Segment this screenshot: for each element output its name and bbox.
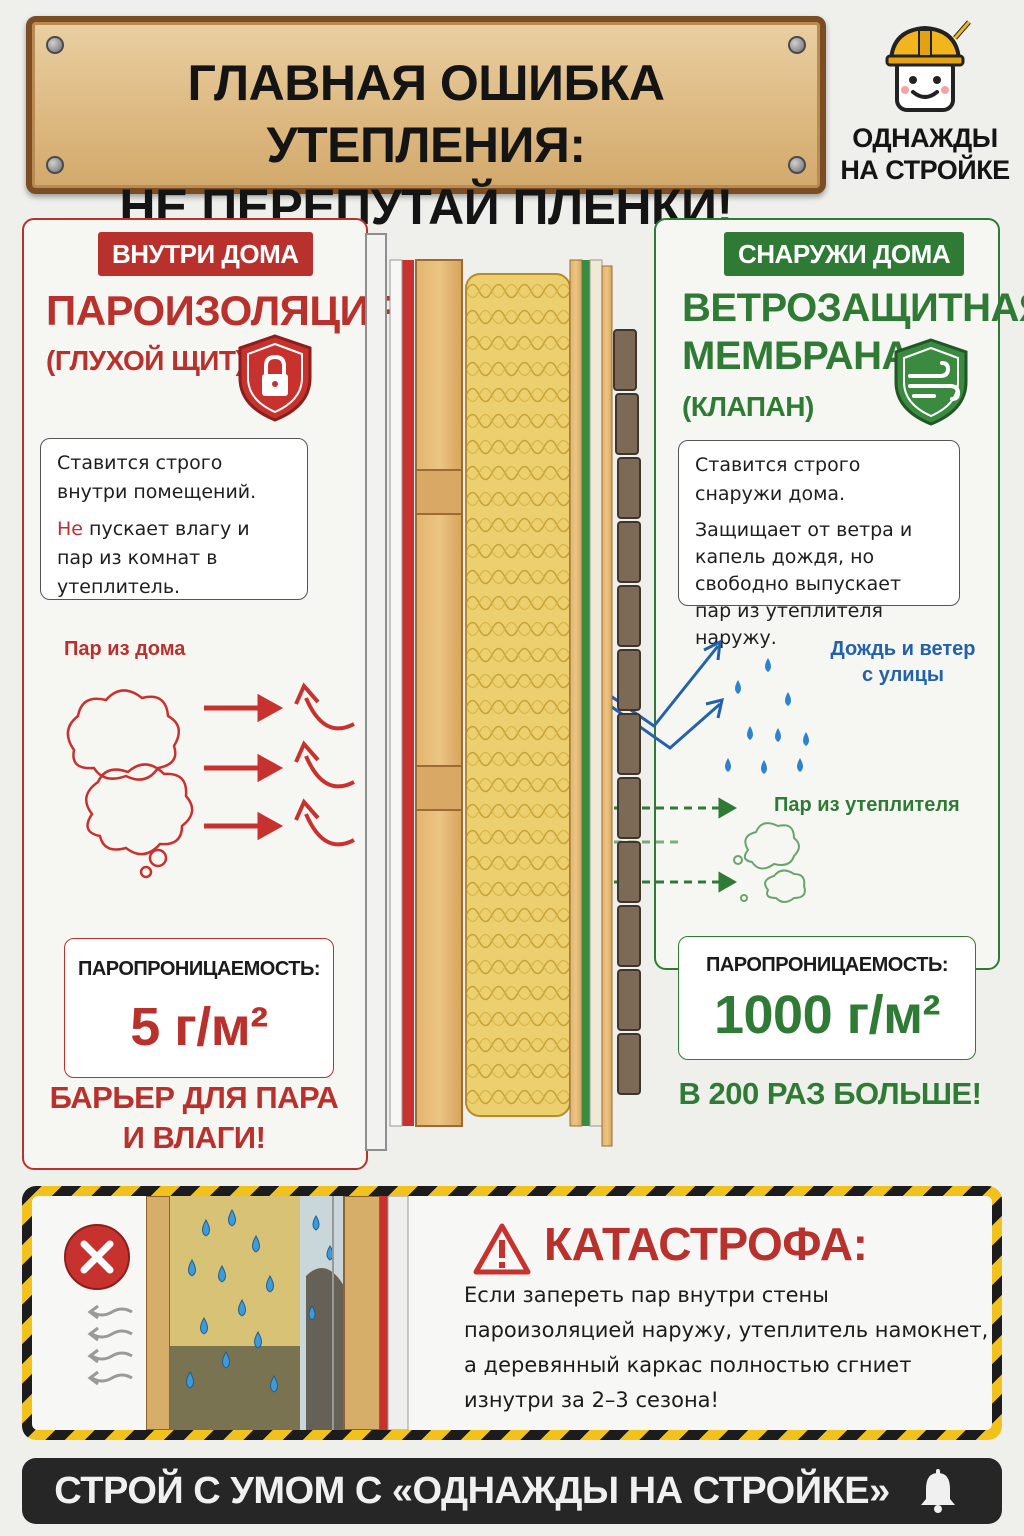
lock-shield-icon <box>238 334 312 422</box>
exterior-tag: СНАРУЖИ ДОМА <box>724 232 965 276</box>
vapor-illustration <box>66 682 355 879</box>
times-more-note: В 200 РАЗ БОЛЬШЕ! <box>678 1076 982 1111</box>
rotten-wall-illustration <box>146 1196 409 1430</box>
barrier-note-line-2: И ВЛАГИ! <box>122 1120 266 1155</box>
cladding-boards <box>613 329 641 1095</box>
wind-membrane-subtitle: (КЛАПАН) <box>682 391 814 422</box>
brand-logo: ОДНАЖДЫ НА СТРОЙКЕ <box>840 18 1010 194</box>
error-x-icon <box>64 1224 130 1290</box>
interior-tag: ВНУТРИ ДОМА <box>98 232 313 276</box>
interior-text-2: Не пускает влагу и пар из комнат в утепл… <box>57 515 291 602</box>
interior-description: Ставится строго внутри помещений. Не пус… <box>40 438 308 600</box>
cross-batten <box>415 469 463 515</box>
wind-membrane-film <box>582 260 590 1126</box>
bell-icon[interactable] <box>918 1469 958 1513</box>
interior-panel: ВНУТРИ ДОМА ПАРОИЗОЛЯЦИЯ (ГЛУХОЙ ЩИТ) Ст… <box>22 218 399 1170</box>
accent-word: Не <box>57 518 83 540</box>
warning-triangle-icon <box>473 1223 531 1275</box>
permeability-label: ПАРОПРОНИЦАЕМОСТЬ: <box>705 954 949 976</box>
exterior-panel: СНАРУЖИ ДОМА ВЕТРОЗАЩИТНАЯ МЕМБРАНА (КЛА… <box>600 218 1024 970</box>
wind-shield-icon <box>894 338 968 426</box>
wind-membrane-title-1: ВЕТРОЗАЩИТНАЯ <box>682 286 1024 330</box>
wall-cross-section <box>365 233 641 1151</box>
title-line-1: ГЛАВНАЯ ОШИБКА УТЕПЛЕНИЯ: <box>187 55 665 173</box>
vapor-wave-icon <box>87 1304 133 1386</box>
helmet-mascot-icon <box>885 20 971 112</box>
exterior-text-1: Ставится строго снаружи дома. <box>695 454 861 505</box>
raindrop-icons <box>725 658 809 774</box>
inner-lining <box>389 259 403 1127</box>
permeability-value: 1000 г/м² <box>713 985 941 1045</box>
vapor-barrier-title: ПАРОИЗОЛЯЦИЯ <box>46 287 399 334</box>
vapor-barrier-film <box>402 260 414 1126</box>
screw-icon <box>46 36 64 54</box>
barrier-note-line-1: БАРЬЕР ДЛЯ ПАРА <box>49 1080 339 1115</box>
vapor-puff-icon <box>733 822 806 903</box>
interior-text-2-rest: пускает влагу и пар из комнат в утеплите… <box>57 518 250 598</box>
interior-permeability-box: ПАРОПРОНИЦАЕМОСТЬ: 5 г/м² <box>64 938 334 1078</box>
screw-icon <box>46 156 64 174</box>
insulation-layer <box>465 273 571 1117</box>
rain-wind-label: Дождь и ветер с улицы <box>828 636 978 688</box>
exterior-permeability-box: ПАРОПРОНИЦАЕМОСТЬ: 1000 г/м² <box>678 936 976 1060</box>
footer-slogan: СТРОЙ С УМОМ С «ОДНАЖДЫ НА СТРОЙКЕ» <box>54 1470 890 1512</box>
exterior-text-2: Защищает от ветра и капель дождя, но сво… <box>695 519 913 649</box>
permeability-value: 5 г/м² <box>130 997 268 1057</box>
rain-illustration <box>601 640 809 774</box>
catastrophe-title: КАТАСТРОФА: <box>544 1218 868 1270</box>
barrier-note: БАРЬЕР ДЛЯ ПАРА И ВЛАГИ! <box>24 1078 364 1158</box>
water-drops-icon <box>186 1209 334 1393</box>
footer-banner: СТРОЙ С УМОМ С «ОДНАЖДЫ НА СТРОЙКЕ» <box>22 1458 1002 1524</box>
catastrophe-warning: КАТАСТРОФА: Если запереть пар внутри сте… <box>22 1186 1002 1440</box>
permeability-label: ПАРОПРОНИЦАЕМОСТЬ: <box>77 958 321 980</box>
cross-batten <box>415 765 463 811</box>
logo-line-1: ОДНАЖДЫ <box>852 123 998 153</box>
wind-membrane-title-2: МЕМБРАНА <box>682 334 910 378</box>
screw-icon <box>788 36 806 54</box>
vapor-blocked-arrows <box>294 682 355 847</box>
vapor-from-insulation-label: Пар из утеплителя <box>774 794 960 816</box>
vapor-barrier-subtitle: (ГЛУХОЙ ЩИТ) <box>46 345 245 376</box>
page-title: ГЛАВНАЯ ОШИБКА УТЕПЛЕНИЯ: НЕ ПЕРЕПУТАЙ П… <box>32 52 820 238</box>
logo-line-2: НА СТРОЙКЕ <box>840 155 1010 185</box>
rain-label-1: Дождь и ветер <box>830 638 976 660</box>
steam-cloud-icon <box>66 689 194 879</box>
rain-label-2: с улицы <box>862 664 944 686</box>
inner-stud <box>415 259 463 1127</box>
vapor-arrows <box>204 693 284 841</box>
exterior-description: Ставится строго снаружи дома. Защищает о… <box>678 440 960 649</box>
interior-text-1: Ставится строго внутри помещений. <box>57 452 257 503</box>
vapor-from-house-label: Пар из дома <box>64 638 186 660</box>
drywall-layer <box>365 233 387 1151</box>
catastrophe-text: Если запереть пар внутри стены пароизоля… <box>464 1283 989 1412</box>
title-sign: ГЛАВНАЯ ОШИБКА УТЕПЛЕНИЯ: НЕ ПЕРЕПУТАЙ П… <box>26 16 826 235</box>
screw-icon <box>788 156 806 174</box>
wind-membrane-title: ВЕТРОЗАЩИТНАЯ МЕМБРАНА <box>682 284 1024 380</box>
